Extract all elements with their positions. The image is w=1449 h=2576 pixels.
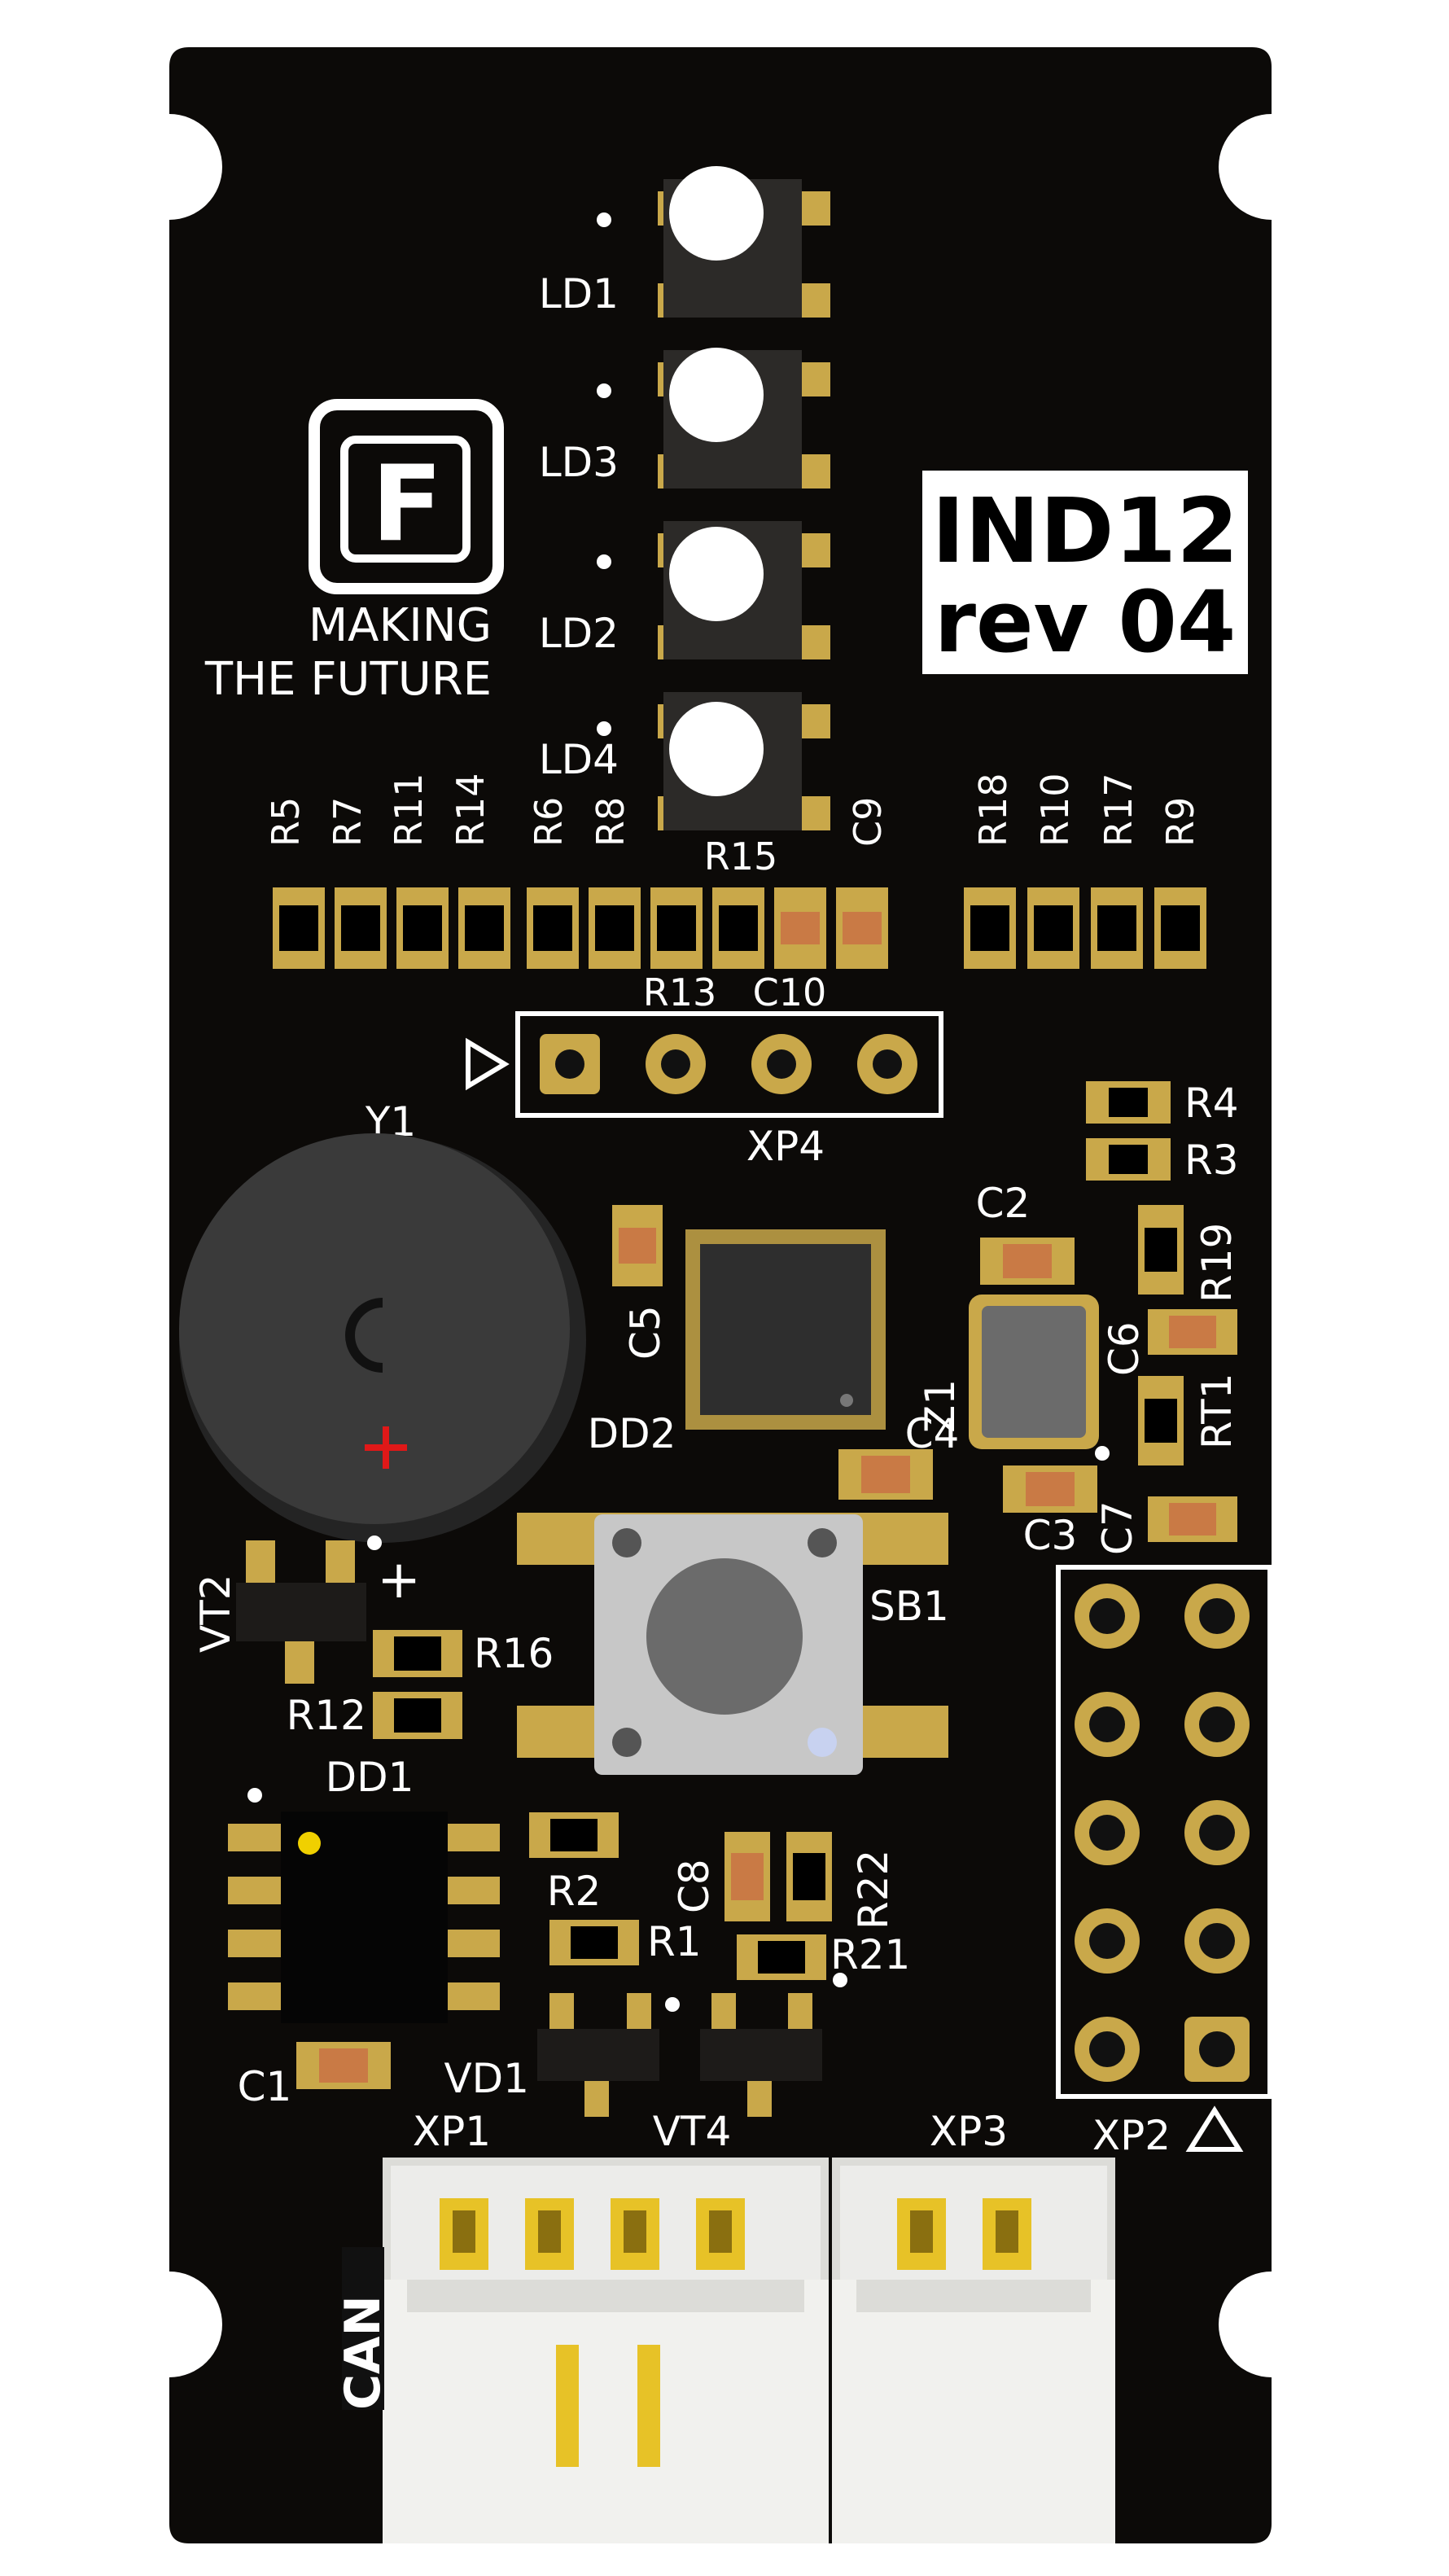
ref-dd2: DD2 — [588, 1410, 676, 1457]
ref-c3: C3 — [1023, 1512, 1078, 1559]
logo-line1: MAKING — [309, 599, 492, 652]
ref-xp3: XP3 — [930, 2108, 1008, 2155]
ref-r22: R22 — [850, 1850, 897, 1930]
triangle-right-icon — [466, 1037, 510, 1091]
ref-dd1: DD1 — [326, 1754, 414, 1801]
header-xp4: R13 C10 XP4 — [466, 970, 943, 1170]
led-ld1: LD1 — [539, 166, 830, 318]
resistor-row-left: R5 R7 R11 R14 R6 R8 R15 C9 — [264, 773, 890, 969]
board-label-line2: rev 04 — [935, 572, 1237, 672]
ref-r6: R6 — [527, 797, 571, 847]
buzzer-y1: Y1 — [179, 1098, 586, 1543]
ref-r2: R2 — [547, 1868, 602, 1915]
ref-r8: R8 — [589, 797, 633, 847]
ref-r11: R11 — [387, 773, 431, 848]
led-label-ld1: LD1 — [539, 270, 619, 318]
ref-sb1: SB1 — [869, 1583, 949, 1630]
ref-c5: C5 — [622, 1305, 669, 1360]
ref-r9: R9 — [1158, 797, 1202, 847]
logo-letter: F — [371, 444, 442, 565]
ref-c9: C9 — [846, 797, 890, 847]
ref-r7: R7 — [326, 797, 370, 847]
ref-vd1: VD1 — [444, 2055, 529, 2102]
board-label-line1: IND12 — [931, 479, 1238, 583]
ref-rt1: RT1 — [1193, 1373, 1241, 1449]
ref-r14: R14 — [449, 773, 492, 848]
led-column: LD1 LD3 LD2 LD4 — [539, 166, 830, 830]
resistor-row-right: R18 R10 R17 R9 — [964, 773, 1206, 969]
right-passives: R4 R3 R19 RT1 C7 — [1086, 1080, 1241, 1555]
header-xp2: XP2 — [1056, 1565, 1272, 2159]
transistor-vt2: VT2 + — [192, 1536, 421, 1684]
ref-c10: C10 — [753, 970, 827, 1014]
ref-c2: C2 — [976, 1180, 1031, 1227]
r16-r12: R16 R12 — [287, 1630, 554, 1739]
ref-xp1: XP1 — [413, 2108, 491, 2155]
led-ld2: LD2 — [539, 521, 830, 659]
ref-r12: R12 — [287, 1692, 366, 1739]
ref-c7: C7 — [1094, 1500, 1141, 1555]
led-label-ld4: LD4 — [539, 736, 619, 783]
ref-r4: R4 — [1184, 1080, 1239, 1127]
led-label-ld2: LD2 — [539, 610, 619, 657]
plus-label: + — [377, 1550, 421, 1610]
chip-dd1: DD1 — [228, 1754, 500, 2023]
vd1-vt4: VD1 VT4 — [444, 1993, 822, 2155]
connector-xp1: XP1 CAN — [335, 2108, 829, 2543]
ref-r15: R15 — [704, 835, 778, 878]
ref-r5: R5 — [264, 797, 308, 847]
led-ld4: LD4 — [539, 692, 830, 830]
ref-r16: R16 — [474, 1630, 554, 1677]
board-label: IND12 rev 04 — [922, 471, 1248, 674]
plus-icon — [365, 1426, 407, 1469]
led-label-ld3: LD3 — [539, 439, 619, 486]
ref-vt4: VT4 — [653, 2108, 732, 2155]
connector-xp3: XP3 — [832, 2108, 1115, 2543]
logo-line2: THE FUTURE — [204, 653, 492, 706]
crystal-area: C2 Z1 C6 C3 — [917, 1180, 1148, 1559]
ref-r17: R17 — [1097, 773, 1140, 848]
ref-xp2: XP2 — [1092, 2112, 1171, 2159]
ref-xp4: XP4 — [746, 1123, 825, 1170]
button-sb1: SB1 — [517, 1513, 949, 1775]
ref-can: CAN — [335, 2295, 392, 2410]
middle-passives: R2 R1 C8 R22 R21 — [529, 1812, 910, 1987]
ref-r18: R18 — [971, 773, 1015, 848]
ref-c8: C8 — [671, 1859, 718, 1913]
ref-r13: R13 — [643, 970, 717, 1014]
company-logo: F MAKING THE FUTURE — [204, 399, 504, 706]
ref-r21: R21 — [830, 1931, 910, 1978]
triangle-up-icon — [1185, 2105, 1244, 2152]
chip-dd2: C5 DD2 C4 — [588, 1205, 959, 1500]
ref-r1: R1 — [647, 1918, 702, 1965]
led-ld3: LD3 — [539, 348, 830, 488]
ref-vt2: VT2 — [192, 1574, 239, 1653]
ref-c1: C1 — [238, 2063, 292, 2110]
ref-c6: C6 — [1101, 1321, 1148, 1376]
capacitor-c1: C1 — [238, 2042, 391, 2110]
ref-r19: R19 — [1193, 1223, 1241, 1303]
ref-z1: Z1 — [917, 1379, 964, 1433]
ref-r10: R10 — [1033, 773, 1077, 848]
ref-r3: R3 — [1184, 1137, 1239, 1184]
